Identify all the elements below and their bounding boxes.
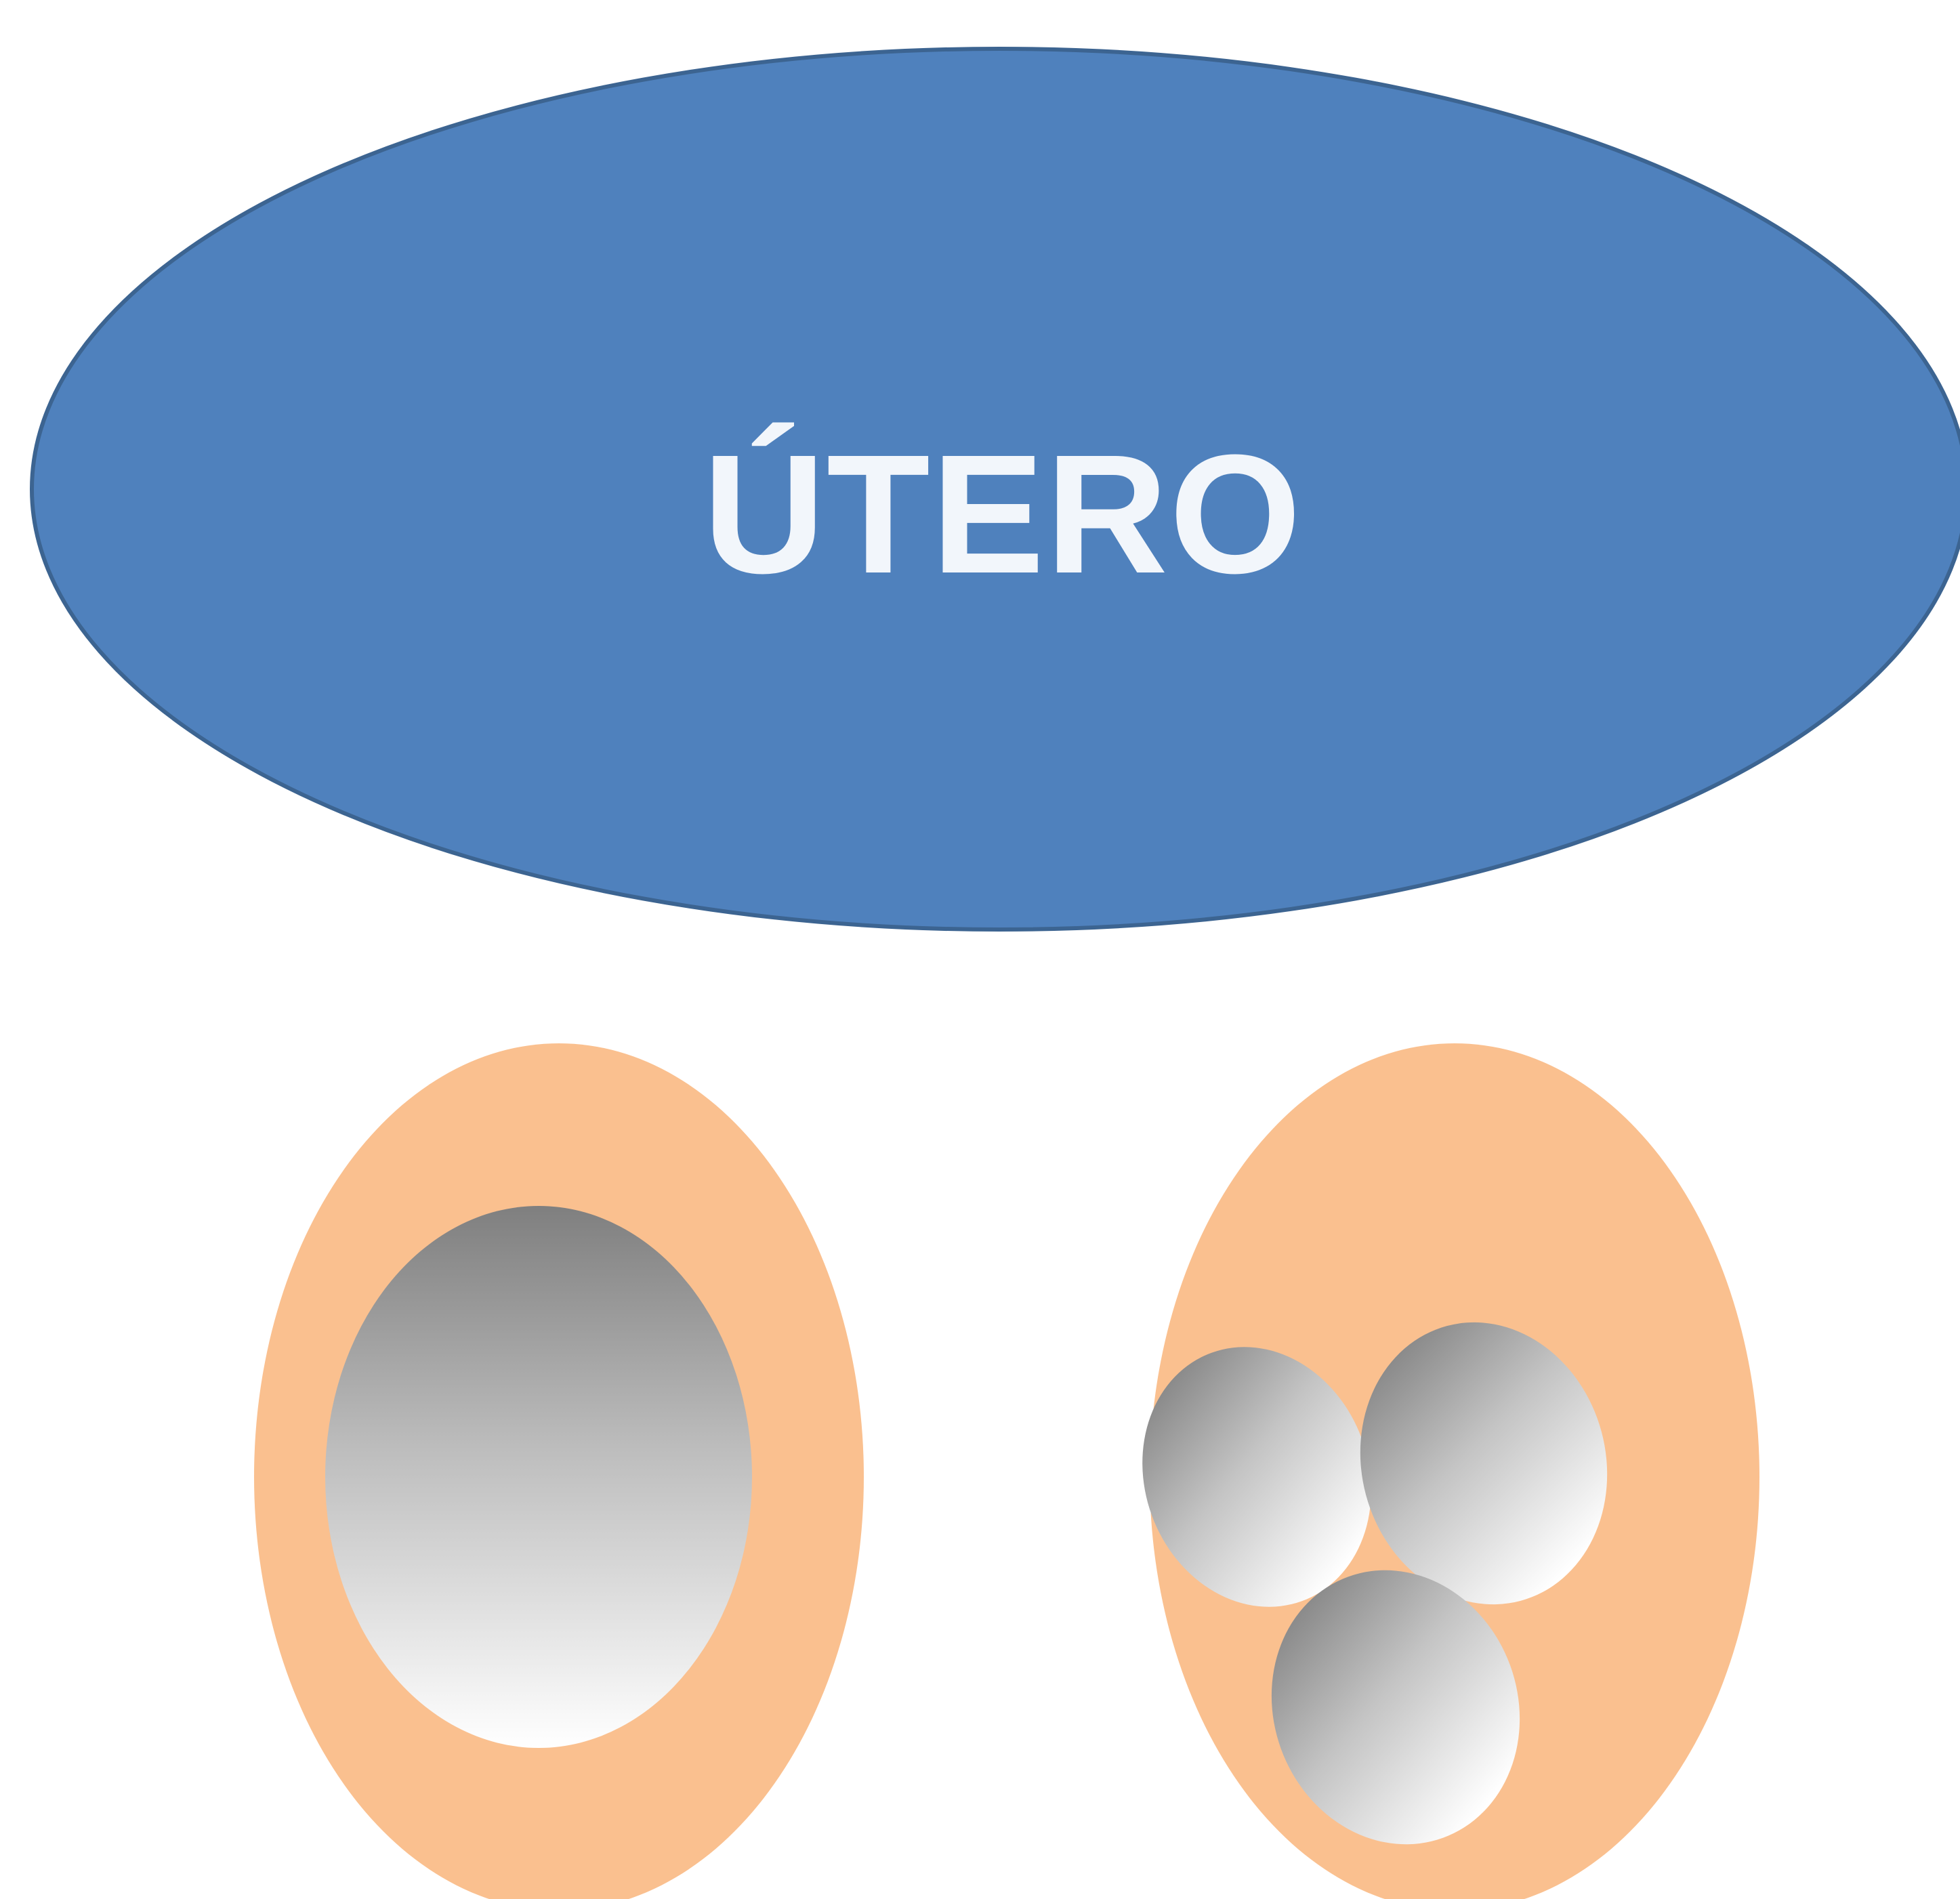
uterus-label: ÚTERO (703, 419, 1303, 608)
ovary-left-follicle (325, 1206, 752, 1748)
ovary-right (1106, 1043, 1759, 1899)
ovary-left (254, 1043, 864, 1899)
